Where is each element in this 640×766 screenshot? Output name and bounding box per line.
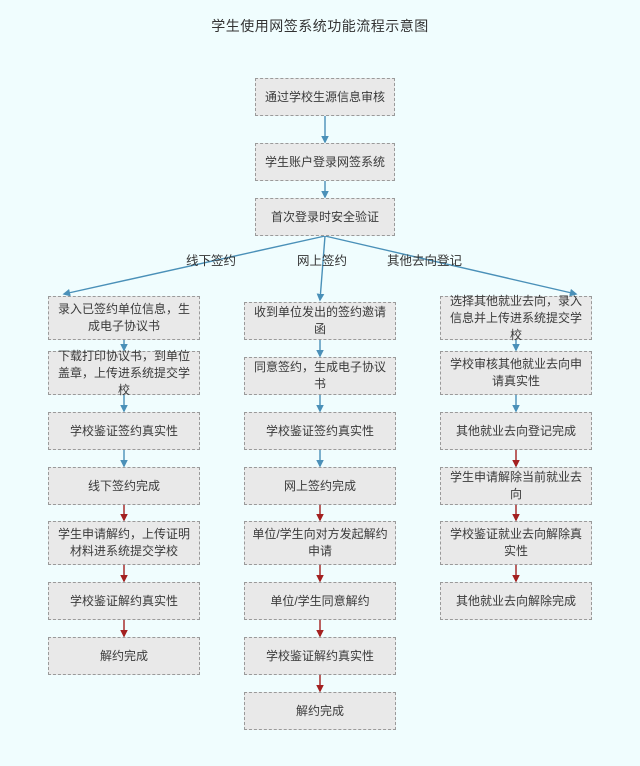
flow-node-r3: 其他就业去向登记完成 [440, 412, 592, 450]
flow-node-r4: 学生申请解除当前就业去向 [440, 467, 592, 505]
flow-node-trunk-t1: 通过学校生源信息审核 [255, 78, 395, 116]
branch-label-b-mid: 网上签约 [297, 254, 348, 268]
flow-node-r1: 选择其他就业去向，录入信息并上传进系统提交学校 [440, 294, 592, 342]
flow-node-m6: 单位/学生同意解约 [244, 582, 396, 620]
flow-node-m5: 单位/学生向对方发起解约申请 [244, 521, 396, 565]
flow-node-l5: 学生申请解约，上传证明材料进系统提交学校 [48, 521, 200, 565]
flow-node-m7: 学校鉴证解约真实性 [244, 637, 396, 675]
flow-node-m4: 网上签约完成 [244, 467, 396, 505]
flow-node-l6: 学校鉴证解约真实性 [48, 582, 200, 620]
page-title: 学生使用网签系统功能流程示意图 [211, 18, 429, 34]
flow-node-r2: 学校审核其他就业去向申请真实性 [440, 351, 592, 395]
branch-label-b-left: 线下签约 [186, 254, 237, 268]
flow-node-r6: 其他就业去向解除完成 [440, 582, 592, 620]
flow-node-m2: 同意签约，生成电子协议书 [244, 357, 396, 395]
flow-node-m1: 收到单位发出的签约邀请函 [244, 302, 396, 340]
flow-node-trunk-t2: 学生账户登录网签系统 [255, 143, 395, 181]
flow-node-r5: 学校鉴证就业去向解除真实性 [440, 521, 592, 565]
flow-node-l7: 解约完成 [48, 637, 200, 675]
flow-node-m8: 解约完成 [244, 692, 396, 730]
flow-node-l2: 下载打印协议书，到单位盖章，上传进系统提交学校 [48, 349, 200, 397]
flow-node-l4: 线下签约完成 [48, 467, 200, 505]
flow-node-m3: 学校鉴证签约真实性 [244, 412, 396, 450]
flow-node-trunk-t3: 首次登录时安全验证 [255, 198, 395, 236]
flow-node-l3: 学校鉴证签约真实性 [48, 412, 200, 450]
branch-label-b-right: 其他去向登记 [387, 254, 463, 268]
flow-node-l1: 录入已签约单位信息，生成电子协议书 [48, 296, 200, 340]
